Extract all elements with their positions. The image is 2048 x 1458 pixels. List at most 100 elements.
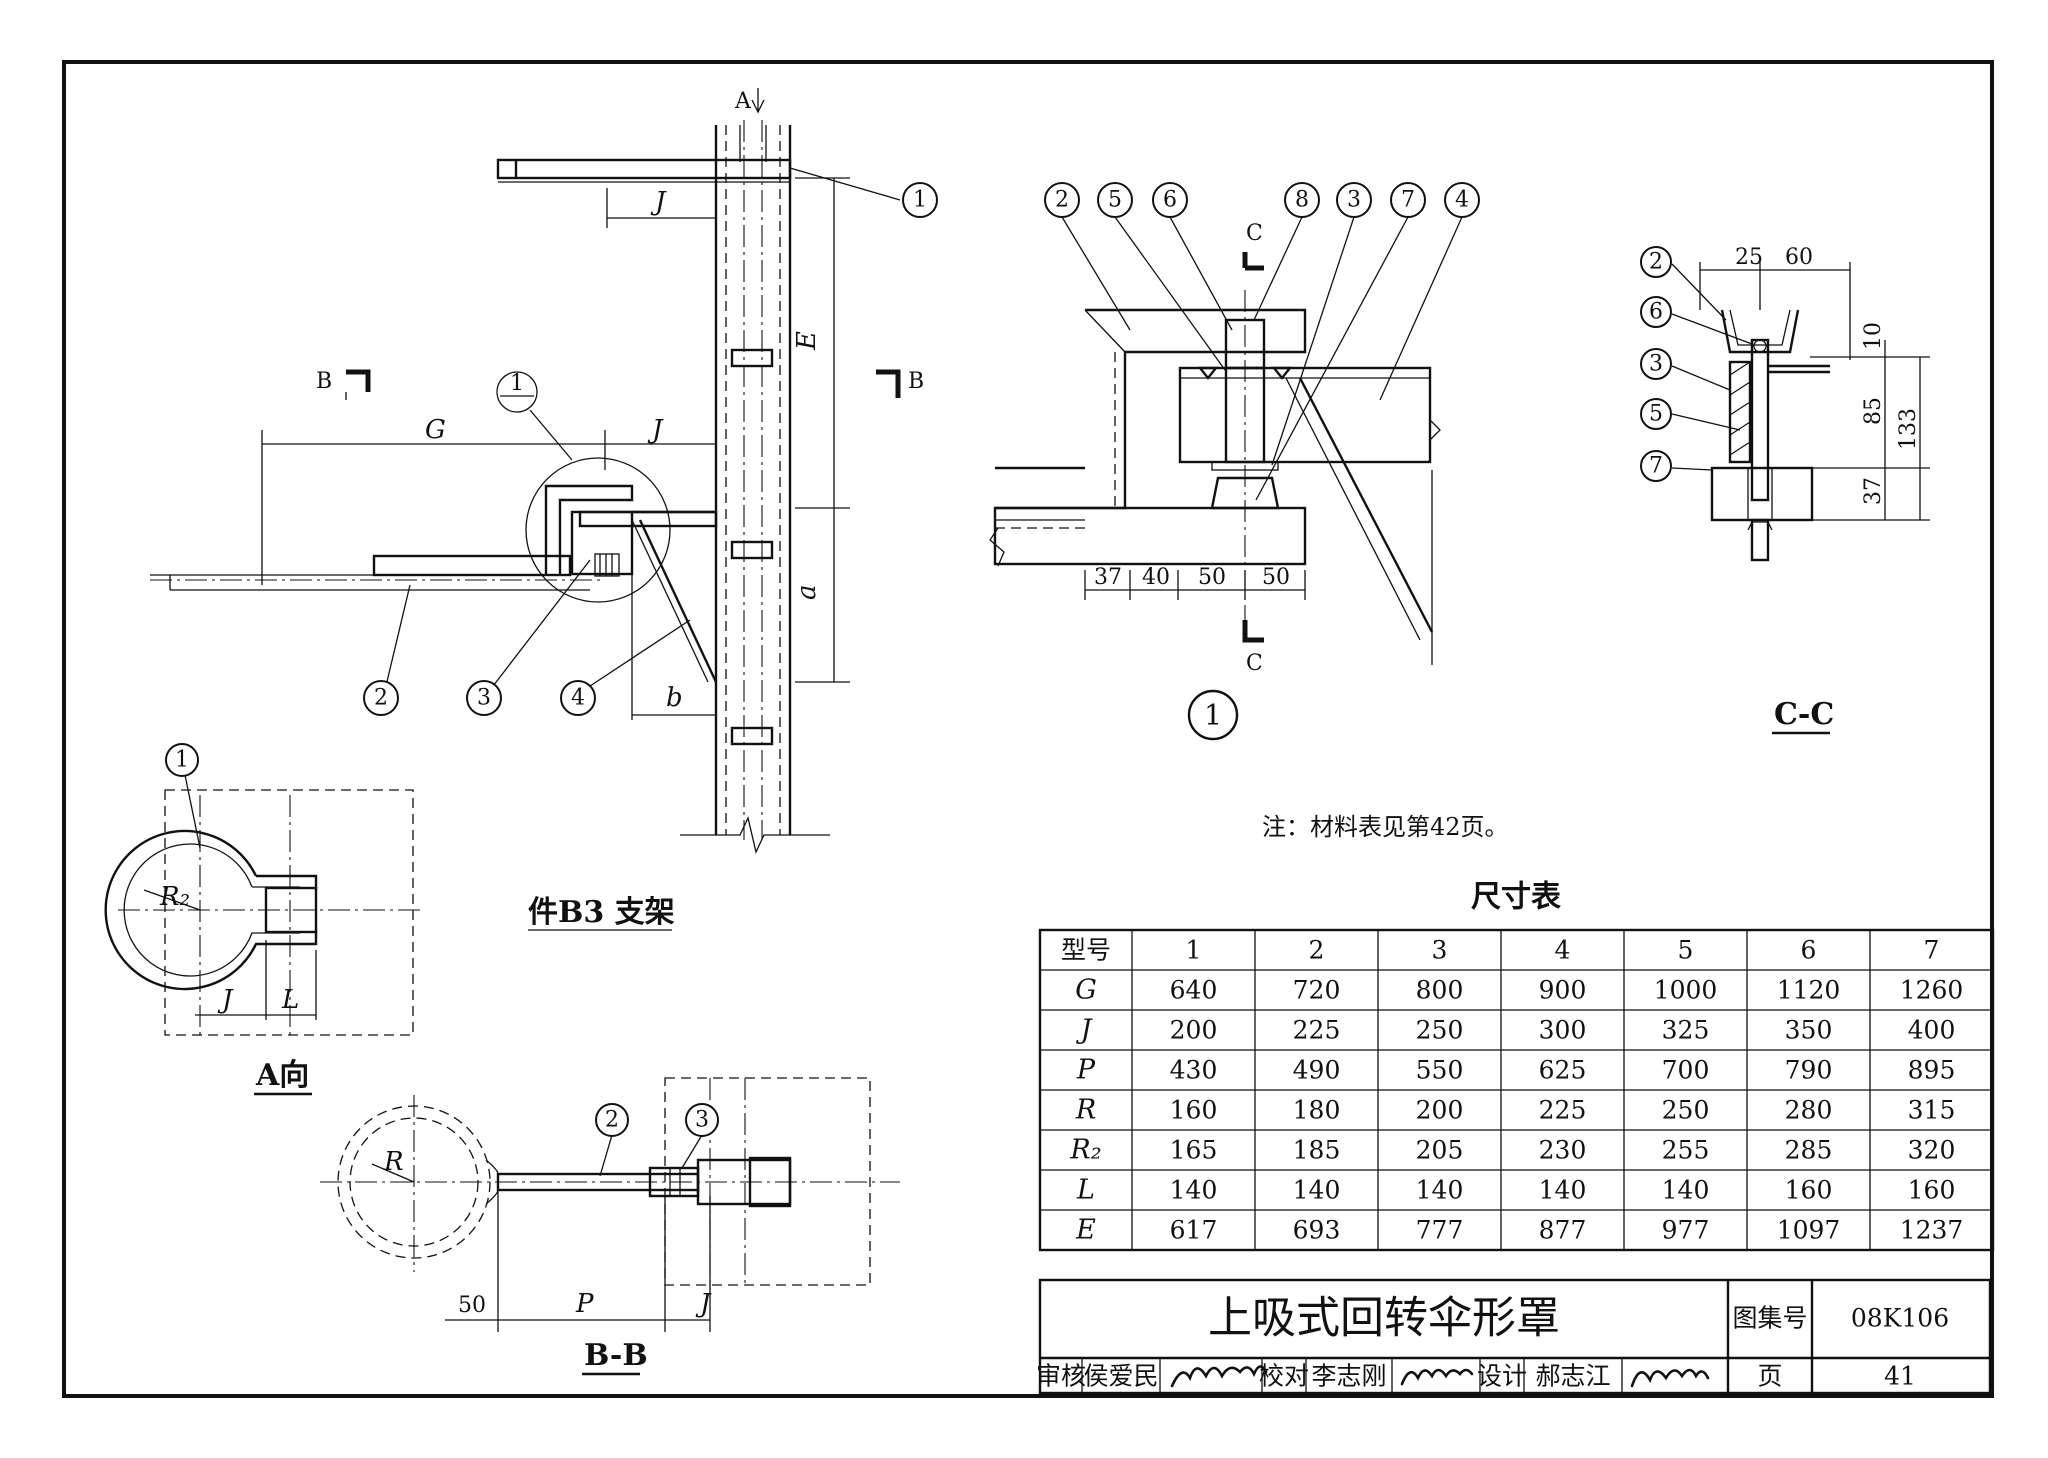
table-param-label: P [1076,1055,1096,1086]
table-cell: 160 [1908,1176,1956,1205]
table-cell: 720 [1293,976,1341,1005]
dim-85: 85 [1861,397,1886,425]
table-cell: 230 [1539,1136,1587,1165]
title-block: 上吸式回转伞形罩 图集号 08K106 审核 侯爱民 校对 李志刚 设计 郝志江… [1036,1278,1992,1395]
view-a-caption: A向 [255,1058,309,1093]
table-cell: 280 [1785,1096,1833,1125]
balloon-1-a: 1 [175,748,189,773]
table-cell: 1237 [1900,1216,1964,1245]
table-cell: 250 [1662,1096,1710,1125]
page-label: 页 [1757,1362,1782,1391]
reviewer-name: 侯爱民 [1083,1362,1158,1391]
section-cc-view: 25 60 10 85 37 133 [1671,245,1930,735]
table-cell: 225 [1293,1016,1341,1045]
balloon-3-elev: 3 [477,686,491,711]
dim-g: G [425,415,446,445]
table-header-model: 2 [1309,936,1325,965]
detail-ref-top: 1 [510,371,524,396]
table-cell: 790 [1785,1056,1833,1085]
balloon-4-det: 4 [1455,188,1469,213]
dim-e: E [792,331,822,351]
table-header-model: 1 [1186,936,1202,965]
table-cell: 140 [1539,1176,1587,1205]
table-cell: 320 [1908,1136,1956,1165]
table-param-label: G [1075,975,1097,1006]
table-header-model: 3 [1432,936,1448,965]
table-cell: 180 [1293,1096,1341,1125]
drawing-title: 上吸式回转伞形罩 [1208,1293,1560,1344]
balloon-1-elev: 1 [913,188,927,213]
table-cell: 1260 [1900,976,1964,1005]
dim-j-a: J [217,985,234,1015]
table-cell: 400 [1908,1016,1956,1045]
table-cell: 895 [1908,1056,1956,1085]
table-cell: 700 [1662,1056,1710,1085]
table-cell: 1000 [1654,976,1718,1005]
detail-balloons: 2 5 6 8 3 7 4 [1044,182,1480,218]
design-label: 设计 [1477,1362,1527,1391]
dim-40: 40 [1142,565,1170,590]
balloon-2-cc: 2 [1649,250,1663,275]
table-header-model: 4 [1555,936,1571,965]
atlas-number: 08K106 [1851,1304,1949,1333]
view-a: R₂ J L A向 [104,774,420,1096]
table-header-model: 7 [1924,936,1940,965]
balloon-3-cc: 3 [1649,352,1663,377]
page-number: 41 [1884,1362,1916,1391]
table-cell: 900 [1539,976,1587,1005]
table-cell: 1120 [1777,976,1841,1005]
table-cell: 325 [1662,1016,1710,1045]
review-label: 审核 [1036,1362,1086,1391]
table-cell: 185 [1293,1136,1341,1165]
table-cell: 315 [1908,1096,1956,1125]
balloon-2-det: 2 [1055,188,1069,213]
view-marker-a: A [734,89,752,114]
table-cell: 140 [1293,1176,1341,1205]
checker-name: 李志刚 [1311,1362,1386,1391]
balloon-5-cc: 5 [1649,402,1663,427]
table-param-label: R [1075,1095,1096,1126]
dim-p: P [575,1289,594,1319]
table-cell: 490 [1293,1056,1341,1085]
table-cell: 285 [1785,1136,1833,1165]
balloon-3-bb: 3 [695,1108,709,1133]
dim-j-bb: J [695,1289,712,1319]
detail-1-view: C C 37 40 50 50 1 [989,216,1463,741]
section-marker-c-bottom: C [1246,651,1263,676]
section-bb-view: R 50 P J B-B [320,1077,900,1376]
table-cell: 250 [1416,1016,1464,1045]
section-marker-b-right: B [908,369,924,394]
dim-10: 10 [1861,322,1886,350]
section-cc-balloons: 2 6 3 5 7 [1640,246,1672,482]
balloon-4-elev: 4 [571,686,585,711]
table-cell: 225 [1539,1096,1587,1125]
designer-signature [1630,1368,1710,1388]
section-bb-balloons: 2 3 [595,1103,719,1137]
balloon-7-cc: 7 [1649,454,1663,479]
table-cell: 140 [1170,1176,1218,1205]
bracket-caption: 件B3 支架 [528,895,675,930]
table-header-model: 5 [1678,936,1694,965]
balloon-3-det: 3 [1347,188,1361,213]
dim-25: 25 [1735,245,1763,270]
table-cell: 140 [1662,1176,1710,1205]
bracket-elevation-view: A J E a B B G J [150,88,924,931]
table-cell: 200 [1170,1016,1218,1045]
table-cell: 430 [1170,1056,1218,1085]
section-marker-c-top: C [1246,221,1263,246]
balloon-2-bb: 2 [605,1108,619,1133]
table-param-label: J [1076,1015,1094,1046]
table-cell: 550 [1416,1056,1464,1085]
dim-j-top: J [650,187,667,217]
dim-60: 60 [1785,245,1813,270]
table-cell: 350 [1785,1016,1833,1045]
table-cell: 1097 [1777,1216,1841,1245]
table-cell: 800 [1416,976,1464,1005]
dim-37: 37 [1094,565,1122,590]
section-marker-b-left: B [316,369,332,394]
table-cell: 625 [1539,1056,1587,1085]
elevation-balloons: 1 2 3 4 [363,182,938,716]
dim-50-bb: 50 [458,1293,486,1318]
dim-a: a [792,584,822,600]
